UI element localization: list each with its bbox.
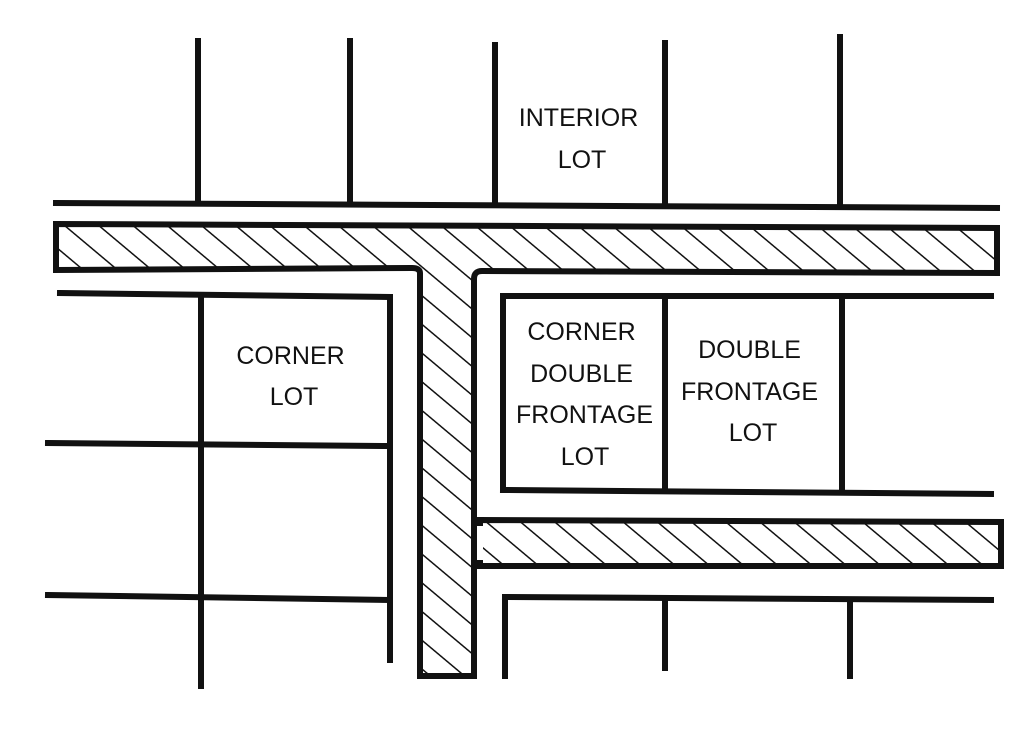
left-block-top-line: [56, 289, 392, 301]
corner-double-frontage-lot-label: CORNER DOUBLE FRONTAGE LOT: [516, 318, 660, 471]
double-frontage-lot-label: DOUBLE FRONTAGE LOT: [681, 336, 825, 447]
lot-lines: [44, 34, 1001, 689]
lot-labels: INTERIOR LOT CORNER LOT CORNER DOUBLE FR…: [236, 104, 825, 471]
left-lot-line-bottom: [44, 591, 392, 604]
mid-block-bottom-line: [499, 486, 995, 498]
interior-lot-label: INTERIOR LOT: [519, 104, 645, 174]
corner-lot-label: CORNER LOT: [236, 342, 351, 411]
bottom-block-top-line: [501, 593, 995, 604]
left-lot-line-mid: [44, 439, 390, 450]
streets: [53, 220, 1004, 679]
street-mask: [477, 526, 483, 560]
top-street: [53, 220, 1000, 679]
bottom-street: [477, 516, 1004, 569]
